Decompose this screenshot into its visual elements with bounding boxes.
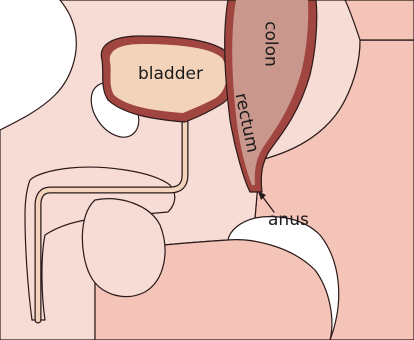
bladder-label: bladder [138, 66, 203, 83]
anus-label: anus [268, 212, 309, 229]
colon-label: colon [262, 21, 279, 67]
